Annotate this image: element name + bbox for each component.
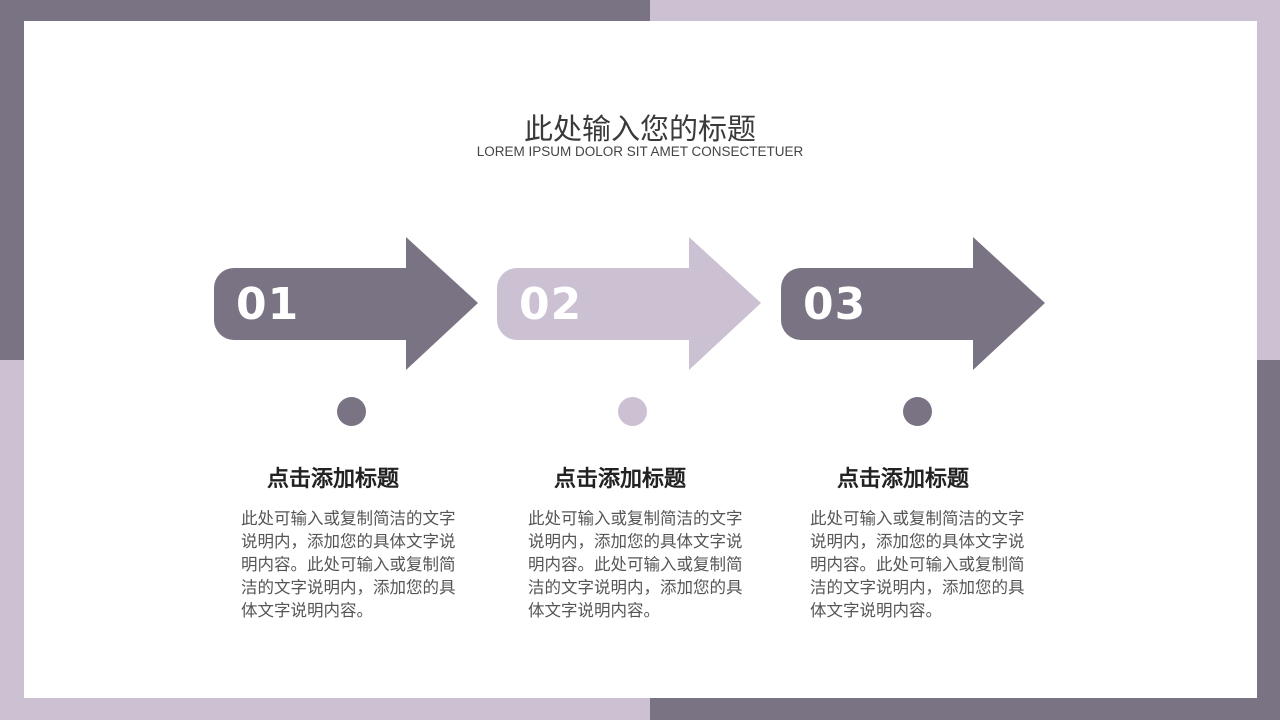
step-description: 此处可输入或复制简洁的文字说明内，添加您的具体文字说明内容。此处可输入或复制简洁… [528, 509, 743, 620]
arrow-icon [497, 237, 761, 370]
step-title: 点击添加标题 [553, 467, 686, 492]
step-description: 此处可输入或复制简洁的文字说明内，添加您的具体文字说明内容。此处可输入或复制简洁… [810, 509, 1025, 620]
page-subtitle: LOREM IPSUM DOLOR SIT AMET CONSECTETUER [476, 144, 804, 159]
step-dot [337, 397, 366, 426]
step-arrow-3: 03 [781, 237, 1047, 371]
content-panel [24, 21, 1257, 698]
step-description: 此处可输入或复制简洁的文字说明内，添加您的具体文字说明内容。此处可输入或复制简洁… [241, 509, 456, 620]
step-title: 点击添加标题 [836, 467, 969, 492]
step-arrow-1: 01 [214, 237, 480, 371]
step-arrow-2: 02 [497, 237, 763, 371]
step-number: 03 [803, 279, 867, 330]
arrow-icon [781, 237, 1045, 370]
step-number: 02 [519, 279, 583, 330]
step-dot [618, 397, 647, 426]
page-title: 此处输入您的标题 [523, 112, 756, 146]
step-number: 01 [236, 279, 300, 330]
step-title: 点击添加标题 [266, 467, 399, 492]
arrow-icon [214, 237, 478, 370]
step-dot [903, 397, 932, 426]
